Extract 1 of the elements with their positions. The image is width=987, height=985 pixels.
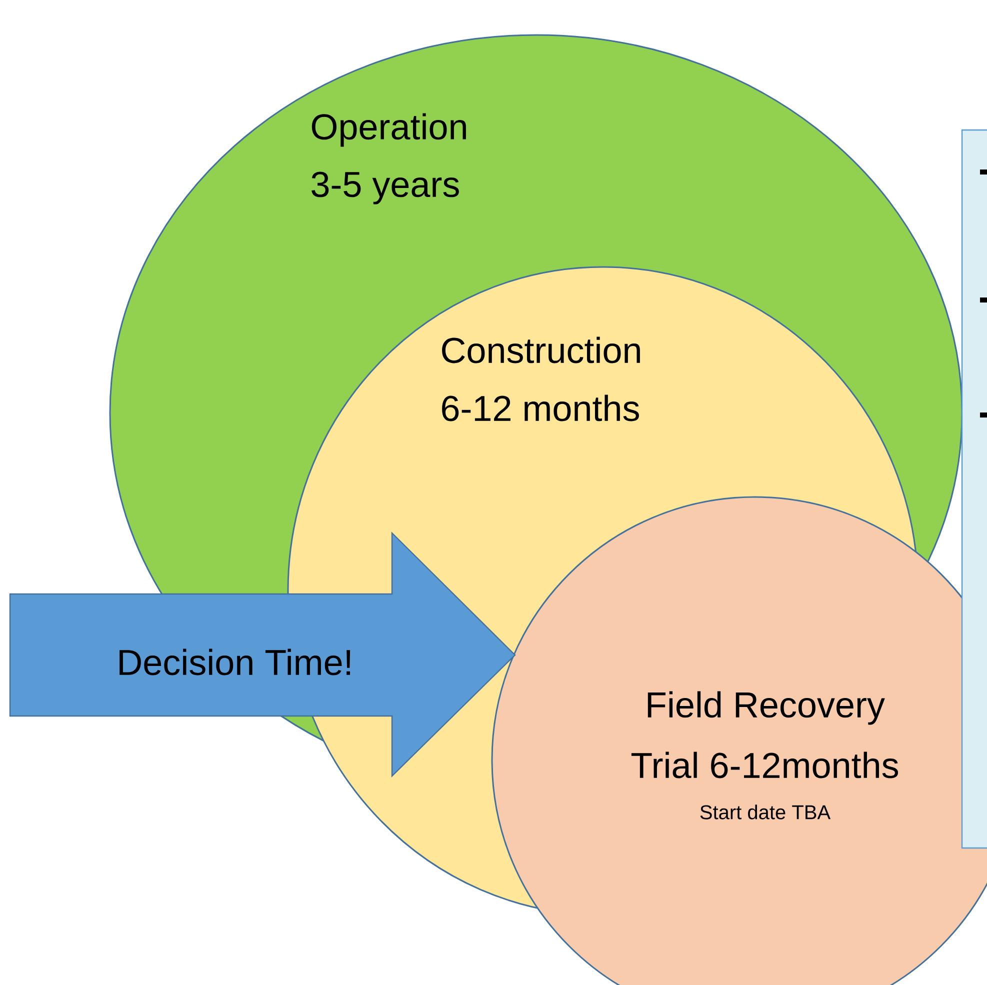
text-panel [961,129,987,849]
